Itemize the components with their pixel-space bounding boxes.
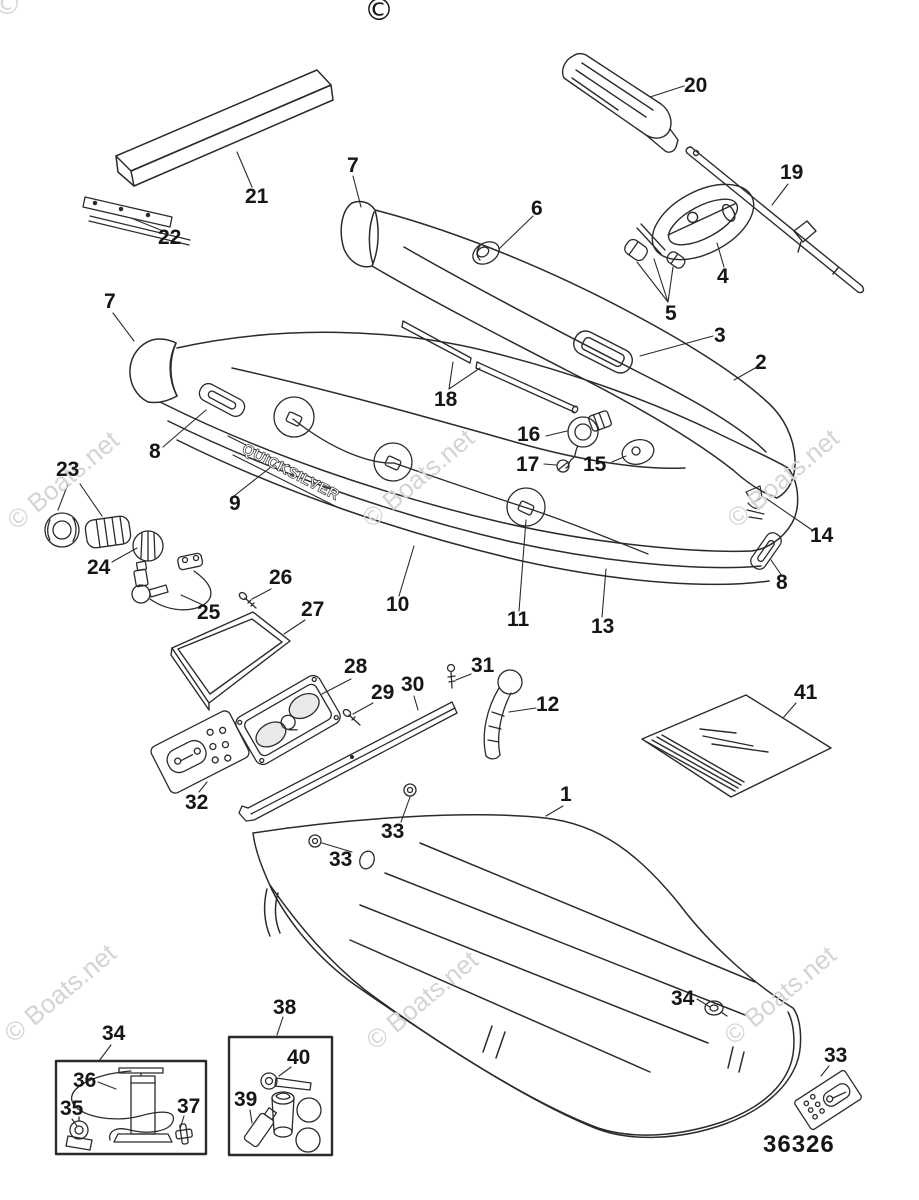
callout-39: 39 (234, 1088, 258, 1111)
callout-13: 13 (591, 615, 615, 638)
callout-38: 38 (273, 996, 297, 1019)
callout-30: 30 (401, 673, 425, 696)
screw-29-drawing (342, 708, 361, 726)
oarlock-ring-drawing (651, 183, 755, 261)
air-valve-drawing (565, 410, 612, 469)
glue-can-drawing (271, 1091, 295, 1138)
callout-34-kit: 34 (102, 1022, 126, 1045)
stern-handle-drawing (750, 532, 782, 570)
hand-pump-drawing (71, 1067, 175, 1143)
callout-19: 19 (780, 161, 804, 184)
valve-cap-drawing (556, 459, 570, 473)
patch-discs-drawing (295, 1097, 322, 1153)
floor-nut-a-drawing (403, 783, 417, 797)
mercury-logo-drawing (745, 485, 765, 520)
callout-8-bow: 8 (149, 440, 161, 463)
callout-3: 3 (714, 324, 726, 347)
wrench-drawing (260, 1072, 312, 1091)
floor-nut-b-drawing (308, 834, 375, 870)
callout-18: 18 (434, 388, 458, 411)
drain-valve-drawing (704, 1000, 728, 1017)
callout-33-floor-b: 33 (329, 848, 353, 871)
valve-tool-drawing (131, 552, 212, 611)
oar-blade-drawing (561, 52, 679, 153)
oar-holder-patch-drawing (573, 330, 633, 374)
grab-rope-drawing (273, 396, 649, 555)
plug-parts-drawing (624, 223, 686, 269)
callout-20: 20 (684, 74, 708, 97)
callout-11: 11 (507, 608, 530, 631)
callout-21: 21 (245, 185, 269, 208)
callout-1: 1 (560, 783, 572, 806)
callout-35: 35 (60, 1097, 84, 1120)
seat-plate-drawing (82, 196, 191, 246)
callout-28: 28 (344, 655, 368, 678)
pressure-gauge-drawing (65, 1116, 93, 1151)
callout-32: 32 (185, 791, 209, 814)
callout-24: 24 (87, 556, 111, 579)
callout-9: 9 (229, 492, 241, 515)
oar-shaft-drawing (685, 146, 865, 294)
callout-10: 10 (386, 593, 410, 616)
screw-26-drawing (238, 591, 257, 609)
valve-adapter-drawing (175, 1123, 193, 1145)
bracket-plate-drawing (150, 710, 250, 794)
callout-14: 14 (810, 524, 834, 547)
callout-40: 40 (287, 1046, 311, 1069)
callout-8-stern: 8 (776, 571, 788, 594)
callout-2: 2 (755, 351, 767, 374)
drawing-number: 36326 (763, 1131, 835, 1158)
callout-15: 15 (583, 453, 607, 476)
grate-plate-drawing (235, 674, 361, 766)
hardware-plate-drawing (794, 1069, 862, 1131)
callout-36: 36 (73, 1069, 97, 1092)
callout-29: 29 (371, 681, 395, 704)
callout-5: 5 (665, 302, 677, 325)
screw-31-drawing (446, 663, 456, 689)
callout-31: 31 (471, 654, 495, 677)
callout-23: 23 (56, 458, 80, 481)
callout-12: 12 (536, 693, 560, 716)
top-boat-valve-drawing (472, 241, 500, 265)
bench-seat-drawing (115, 69, 334, 187)
callout-6: 6 (531, 197, 543, 220)
davit-handle-drawing (483, 669, 523, 760)
callout-34-valve: 34 (671, 987, 695, 1010)
callout-leader-lines (57, 85, 830, 1130)
floor-panel-drawing (252, 783, 802, 1139)
callout-33-plate: 33 (824, 1044, 848, 1067)
bow-handle-drawing (198, 382, 246, 418)
top-boat-hull-drawing (340, 200, 796, 499)
pump-kit-drawing (54, 1059, 208, 1156)
repair-kit-drawing (227, 1035, 334, 1157)
repair-patch-drawing (621, 439, 655, 465)
callout-26: 26 (269, 566, 293, 589)
callout-17: 17 (516, 453, 540, 476)
callout-27: 27 (301, 598, 325, 621)
callout-4: 4 (717, 265, 729, 288)
callout-7-main-boat: 7 (104, 290, 116, 313)
callout-41: 41 (794, 681, 818, 704)
callout-37: 37 (177, 1095, 201, 1118)
seat-rails-drawing (401, 320, 579, 414)
keel-rail-drawing (238, 663, 458, 822)
transom-panel-drawing (170, 611, 291, 711)
callout-16: 16 (517, 423, 541, 446)
main-boat-hull-drawing (129, 331, 799, 586)
callout-7-top-boat: 7 (347, 154, 359, 177)
copyright-icon-top-left: © (0, 0, 22, 22)
boat-cover-drawing (641, 694, 832, 798)
fitting-parts-drawing (44, 512, 257, 611)
callout-25: 25 (197, 601, 221, 624)
callout-33-floor-a: 33 (381, 820, 405, 843)
copyright-icon-top-center: © (364, 0, 394, 28)
callout-22: 22 (158, 226, 182, 249)
